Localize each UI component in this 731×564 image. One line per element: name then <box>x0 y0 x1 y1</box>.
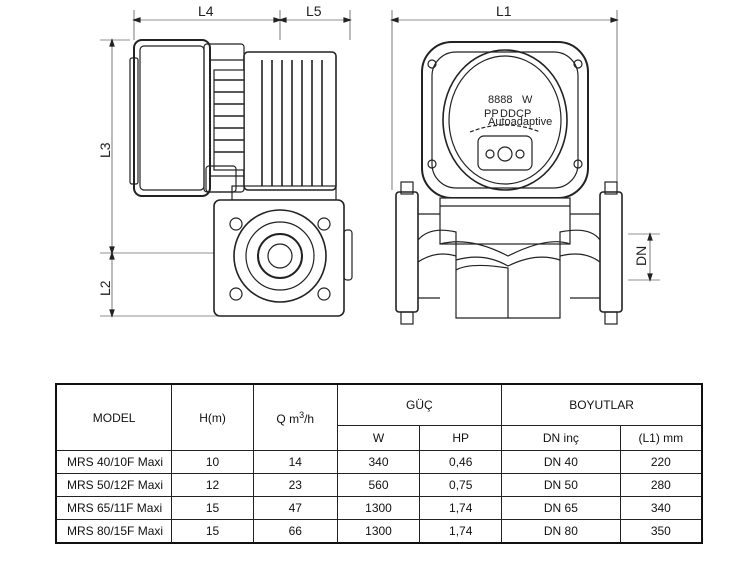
cell-l1: 350 <box>619 519 703 544</box>
display-digits: 8888 <box>488 94 512 106</box>
header-flow-prefix: Q m <box>276 411 300 426</box>
cell-model: MRS 80/15F Maxi <box>55 519 173 544</box>
dim-DN: DN <box>633 246 649 266</box>
cell-h: 12 <box>171 473 254 497</box>
cell-h: 15 <box>171 519 254 544</box>
cell-w: 560 <box>336 473 421 497</box>
header-flow-suffix: /h <box>304 411 315 426</box>
dim-L3: L3 <box>97 142 113 158</box>
dim-L1: L1 <box>496 3 512 19</box>
header-head: H(m) <box>171 383 254 451</box>
cell-q: 66 <box>252 519 338 544</box>
header-flow-sup: 3 <box>299 409 305 420</box>
cell-hp: 1,74 <box>419 496 503 520</box>
header-power-hp: HP <box>419 425 503 451</box>
cell-hp: 0,46 <box>419 450 503 474</box>
cell-l1: 280 <box>619 473 703 497</box>
cell-dn: DN 65 <box>501 496 621 520</box>
cell-hp: 1,74 <box>419 519 503 544</box>
cell-dn: DN 50 <box>501 473 621 497</box>
side-view <box>100 10 353 318</box>
cell-dn: DN 80 <box>501 519 621 544</box>
display-legend-mid: DD <box>500 108 516 120</box>
header-dn: DN inç <box>501 425 621 451</box>
dim-L5: L5 <box>306 3 322 19</box>
cell-model: MRS 65/11F Maxi <box>55 496 173 520</box>
header-power-group: GÜÇ <box>336 383 503 426</box>
display-mode-text: Autoadaptive <box>488 116 552 128</box>
front-view <box>390 10 660 325</box>
cell-h: 10 <box>171 450 254 474</box>
spec-table: MODEL H(m) Q m3/h GÜÇ BOYUTLAR W HP DN i… <box>55 383 703 544</box>
display-unit: W <box>522 94 533 106</box>
cell-model: MRS 40/10F Maxi <box>55 450 173 474</box>
cell-dn: DN 40 <box>501 450 621 474</box>
header-power-w: W <box>336 425 421 451</box>
table-row: MRS 80/15F Maxi 15 66 1300 1,74 DN 80 35… <box>55 519 703 544</box>
cell-h: 15 <box>171 496 254 520</box>
technical-drawing: L4 L5 L1 L3 L2 DN 8888 W PP DD CP Autoad… <box>97 3 660 325</box>
display-legend-left: PP <box>484 108 499 120</box>
cell-w: 1300 <box>336 519 421 544</box>
dim-L2: L2 <box>97 280 113 296</box>
header-flow: Q m3/h <box>252 383 338 451</box>
dim-L4: L4 <box>198 3 214 19</box>
header-model: MODEL <box>55 383 173 451</box>
cell-model: MRS 50/12F Maxi <box>55 473 173 497</box>
table-row: MRS 65/11F Maxi 15 47 1300 1,74 DN 65 34… <box>55 496 703 520</box>
header-dims-group: BOYUTLAR <box>501 383 703 426</box>
table-row: MRS 40/10F Maxi 10 14 340 0,46 DN 40 220 <box>55 450 703 474</box>
cell-w: 340 <box>336 450 421 474</box>
cell-hp: 0,75 <box>419 473 503 497</box>
cell-l1: 220 <box>619 450 703 474</box>
table-row: MRS 50/12F Maxi 12 23 560 0,75 DN 50 280 <box>55 473 703 497</box>
cell-q: 47 <box>252 496 338 520</box>
cell-q: 23 <box>252 473 338 497</box>
display-legend-right: CP <box>516 108 531 120</box>
cell-q: 14 <box>252 450 338 474</box>
cell-l1: 340 <box>619 496 703 520</box>
header-l1: (L1) mm <box>619 425 703 451</box>
cell-w: 1300 <box>336 496 421 520</box>
